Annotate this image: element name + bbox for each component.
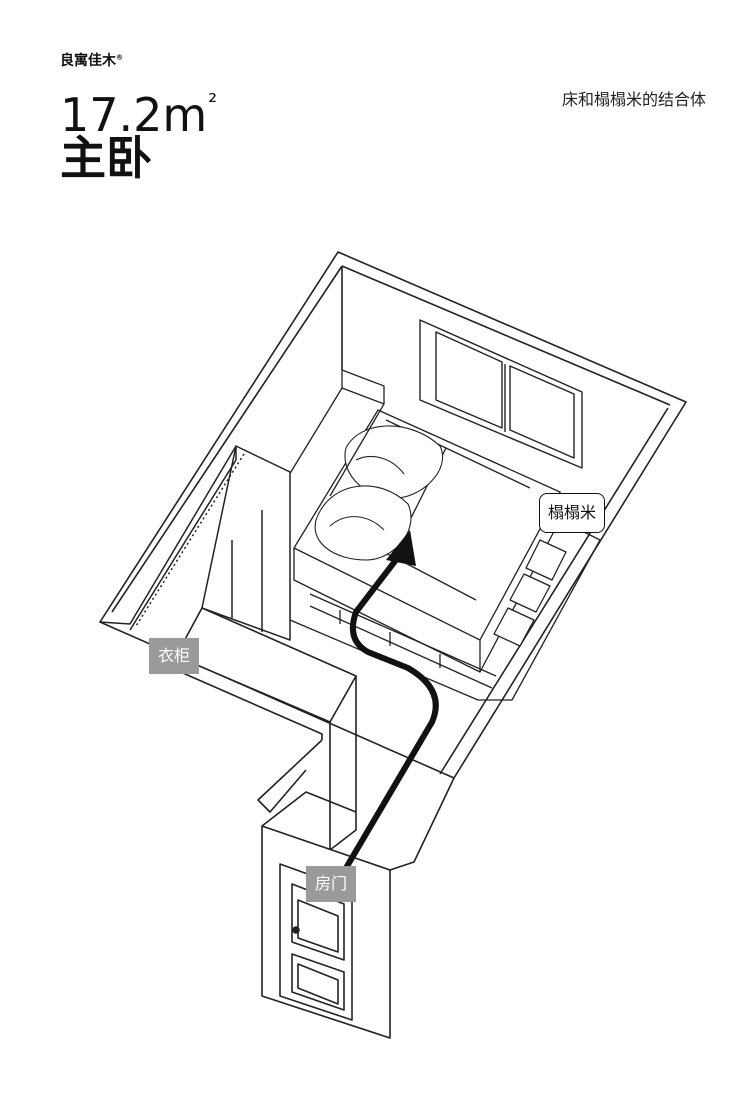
door-frame [261, 777, 455, 1039]
right-wall-inner [439, 407, 669, 775]
tatami-label: 榻榻米 [539, 493, 606, 533]
room-name: 主卧 [60, 131, 152, 185]
wardrobe-label: 衣柜 [149, 638, 200, 674]
window [419, 319, 583, 469]
tatami-platform [289, 519, 601, 701]
pillows [314, 425, 443, 561]
room-subtitle: 床和榻榻米的结合体 [561, 90, 706, 109]
brand-registered-mark: ® [116, 53, 123, 62]
room-area-value: 17.2m [60, 88, 208, 142]
door-label: 房门 [306, 866, 357, 902]
arrow-head [386, 530, 416, 566]
brand-name: 良寓佳木 [60, 53, 116, 69]
brand-logo: 良寓佳木® [60, 50, 123, 70]
room-area: 17.2m² [60, 74, 217, 144]
inner-wall-back [341, 265, 671, 406]
inner-wall-left [111, 265, 343, 613]
wardrobe [99, 445, 291, 641]
walk-path-arrow [343, 530, 439, 871]
room-area-unit-sup: ² [208, 90, 218, 115]
